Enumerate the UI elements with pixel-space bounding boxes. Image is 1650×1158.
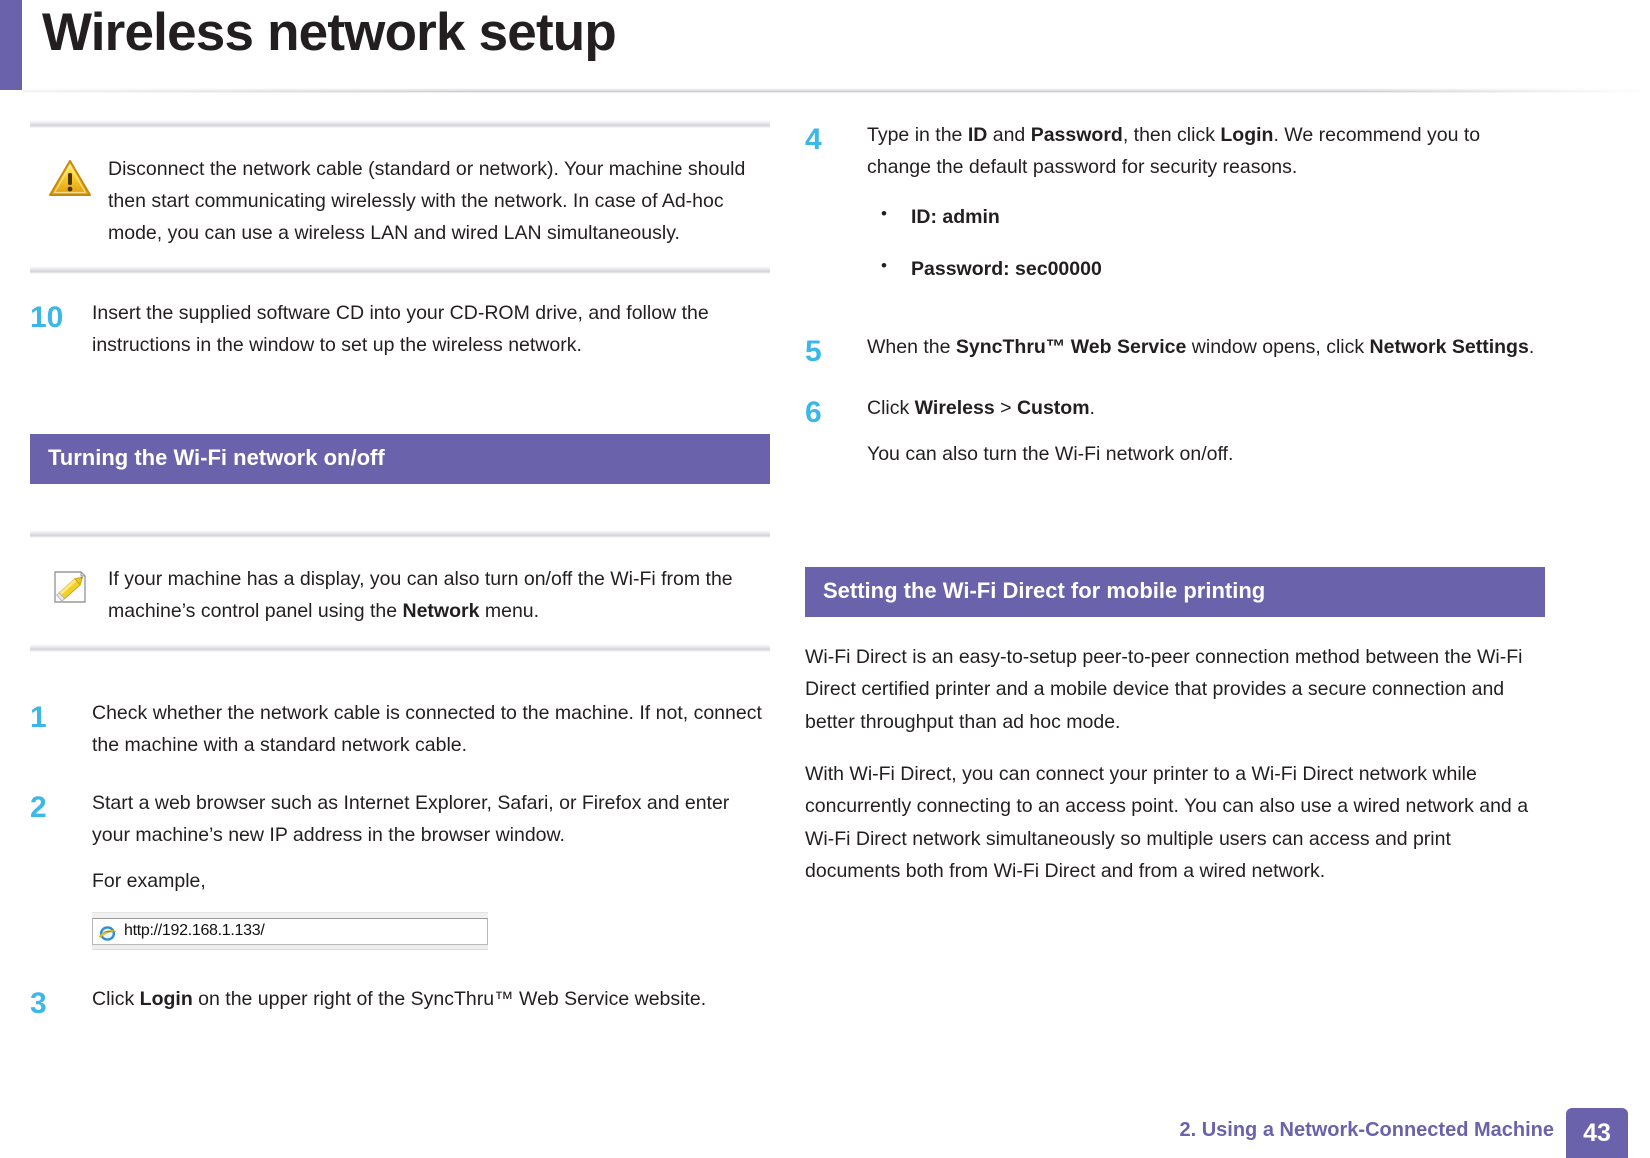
step4-bold-login: Login	[1220, 124, 1274, 146]
step-number: 2	[30, 790, 47, 824]
step-number: 1	[30, 700, 47, 734]
step-number: 4	[805, 123, 822, 156]
note-callout: If your machine has a display, you can a…	[30, 529, 770, 652]
right-column: 4 Type in the ID and Password, then clic…	[805, 120, 1545, 907]
step-number: 3	[30, 986, 47, 1020]
section-heading-wifi-onoff: Turning the Wi-Fi network on/off	[30, 433, 770, 484]
step-text-block: Click Wireless > Custom. You can also tu…	[867, 393, 1545, 471]
step6-bold-wireless: Wireless	[914, 396, 995, 419]
step-10: 10 Insert the supplied software CD into …	[30, 298, 770, 362]
step5-seg1: When the	[867, 335, 956, 358]
note-pencil-icon	[48, 566, 92, 608]
step6-seg2: >	[994, 396, 1017, 419]
step-4: 4 Type in the ID and Password, then clic…	[805, 120, 1545, 306]
step4-text: Type in the ID and Password, then click …	[867, 120, 1545, 184]
list-item: ID: admin	[867, 200, 1545, 234]
step-1: 1 Check whether the network cable is con…	[30, 698, 770, 762]
credentials-list: ID: admin Password: sec00000	[867, 200, 1545, 286]
step-5: 5 When the SyncThru™ Web Service window …	[805, 332, 1545, 367]
address-bar-url: http://192.168.1.133/	[124, 922, 265, 940]
step4-seg3: , then click	[1122, 124, 1221, 146]
page-number-badge: 43	[1566, 1108, 1628, 1158]
note-text-bold: Network	[402, 599, 480, 622]
step-text: Check whether the network cable is conne…	[92, 701, 762, 756]
step4-seg4: . We recommend you to change the default…	[867, 124, 1481, 178]
step-6: 6 Click Wireless > Custom. You can also …	[805, 393, 1545, 471]
callout-top-rule	[30, 529, 770, 538]
wifi-direct-paragraph-1: Wi-Fi Direct is an easy-to-setup peer-to…	[805, 645, 1523, 733]
step6-bold-custom: Custom	[1016, 396, 1090, 419]
step-number: 5	[805, 334, 822, 368]
left-column: Disconnect the network cable (standard o…	[30, 120, 770, 1045]
step3-bold-login: Login	[139, 987, 193, 1010]
page-footer: 2. Using a Network-Connected Machine 43	[0, 1096, 1650, 1158]
step6-seg1: Click	[867, 396, 915, 419]
page-header: Wireless network setup	[0, 0, 1650, 96]
note-text-before: If your machine has a display, you can a…	[108, 567, 733, 622]
callout-bottom-rule	[30, 265, 770, 274]
browser-address-bar-figure: http://192.168.1.133/	[92, 911, 488, 950]
note-text-after: menu.	[479, 599, 540, 622]
step5-seg3: .	[1528, 335, 1535, 358]
callout-top-rule	[30, 120, 770, 128]
step-text: Insert the supplied software CD into you…	[92, 301, 709, 356]
step-3: 3 Click Login on the upper right of the …	[30, 984, 770, 1019]
step4-bold-password: Password	[1030, 124, 1123, 146]
step6-text: Click Wireless > Custom.	[867, 393, 1545, 425]
header-divider	[22, 88, 1650, 93]
step-number: 10	[30, 300, 64, 334]
step3-text-before: Click	[92, 987, 140, 1010]
note-callout-text: If your machine has a display, you can a…	[108, 564, 764, 628]
warning-callout-text: Disconnect the network cable (standard o…	[108, 158, 746, 244]
step-text: Start a web browser such as Internet Exp…	[92, 791, 730, 846]
warning-triangle-icon	[48, 158, 92, 198]
step4-bold-id: ID	[967, 124, 988, 146]
step-number: 6	[805, 395, 822, 429]
step6-seg3: .	[1089, 396, 1095, 419]
step-2: 2 Start a web browser such as Internet E…	[30, 788, 770, 958]
address-bar-top-edge	[92, 911, 488, 918]
step-text: Click Login on the upper right of the Sy…	[92, 984, 770, 1016]
address-bar[interactable]: http://192.168.1.133/	[92, 917, 488, 945]
footer-chapter-label: 2. Using a Network-Connected Machine	[1179, 1119, 1554, 1141]
step4-seg1: Type in the	[867, 124, 968, 146]
step-text: When the SyncThru™ Web Service window op…	[867, 332, 1545, 364]
wifi-direct-paragraph-2: With Wi-Fi Direct, you can connect your …	[805, 762, 1529, 882]
warning-callout: Disconnect the network cable (standard o…	[30, 120, 770, 274]
step5-bold-network-settings: Network Settings	[1369, 335, 1529, 358]
section-heading-wifi-direct: Setting the Wi-Fi Direct for mobile prin…	[805, 566, 1545, 617]
address-bar-bottom-edge	[92, 944, 488, 950]
step3-text-after: on the upper right of the SyncThru™ Web …	[192, 987, 707, 1010]
list-item: Password: sec00000	[867, 252, 1545, 286]
page-title: Wireless network setup	[42, 3, 617, 62]
step5-bold-syncthru: SyncThru™ Web Service	[955, 335, 1187, 358]
step-text-block: Start a web browser such as Internet Exp…	[92, 788, 770, 958]
header-accent-bar	[0, 0, 22, 90]
step5-seg2: window opens, click	[1186, 335, 1370, 358]
example-label: For example,	[92, 869, 206, 892]
step6-subtext: You can also turn the Wi-Fi network on/o…	[867, 442, 1234, 465]
internet-explorer-icon	[98, 922, 117, 941]
step4-seg2: and	[987, 124, 1031, 146]
callout-bottom-rule	[30, 643, 770, 652]
step-text-block: Type in the ID and Password, then click …	[867, 120, 1545, 306]
